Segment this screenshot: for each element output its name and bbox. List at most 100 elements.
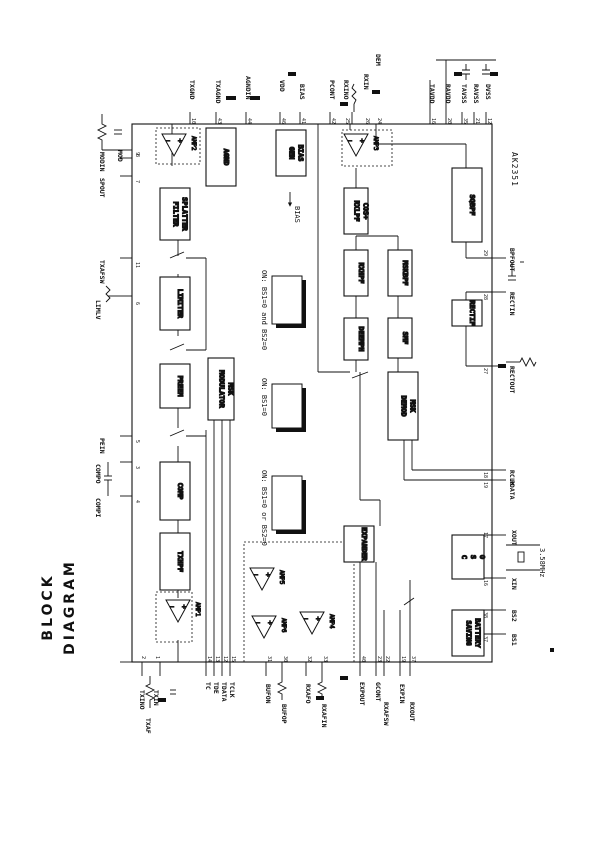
pin-name: RXINO	[342, 80, 350, 100]
pin-name: TXGND	[188, 80, 196, 100]
block-label: BATTERY	[474, 618, 482, 648]
block-label: COS+	[362, 203, 370, 220]
block-label: C	[460, 555, 468, 559]
pin-name: SPOUT	[98, 178, 106, 198]
block-label: COMP	[176, 483, 184, 500]
block-label: MODULATOR	[218, 370, 226, 409]
pin-name: BS1	[510, 634, 518, 646]
pin-number: 41	[300, 118, 306, 124]
amp5-opamp: −+AMP5	[249, 567, 286, 592]
pin-name: TXINO	[138, 690, 146, 710]
pin-name: PEIN	[98, 438, 106, 454]
crystal-label: 3.58MHz	[538, 548, 546, 578]
chip-label: AK2351	[510, 152, 519, 187]
amp2-opamp: −+AMP2	[161, 133, 198, 158]
block-label: SAVING	[465, 620, 473, 645]
minus-sign: −	[348, 137, 352, 145]
pin-name: PCONT	[328, 80, 336, 100]
pin-number: 40	[360, 656, 366, 662]
pin-name: BUFON	[264, 684, 272, 704]
block-label: SMF	[401, 332, 409, 345]
amp1-opamp: −+AMP1	[165, 599, 202, 624]
pin-name: COMPI	[94, 498, 102, 518]
pin-name: RECTOUT	[508, 366, 516, 393]
bias-signal-label: BIAS	[293, 206, 301, 223]
pin-number: 21	[474, 118, 480, 124]
pin-number: 16	[482, 580, 488, 586]
block-deemph: DEEMPH	[343, 317, 369, 361]
pin-name: RAVDD	[444, 84, 452, 104]
pin-number: 27	[482, 368, 488, 374]
pin-number: 42	[330, 118, 336, 124]
pin-name: TDE	[212, 682, 220, 694]
block-label: BIAS	[297, 145, 305, 162]
block-smf: SMF	[387, 317, 413, 359]
block-sqbpf: SQBPF	[451, 167, 483, 243]
block-label: LIMITER	[176, 289, 184, 319]
pin-bs1: BS1 37	[482, 634, 518, 646]
pin-name: RXAFIN	[320, 704, 328, 728]
block-label: AGND	[222, 149, 230, 166]
pin-pcont: PCONT 42	[328, 80, 336, 124]
block-label: S	[469, 555, 477, 559]
block-label: RXHPF	[357, 262, 365, 283]
pin-number: 15	[230, 656, 236, 662]
block-label: SQBPF	[468, 194, 476, 215]
block-cos-rxlpf: COS+RXLPF	[343, 187, 370, 235]
block-label: RECTIF	[468, 300, 476, 325]
pin-number: 46	[280, 118, 286, 124]
signal-wires	[96, 59, 540, 708]
plus-sign: +	[266, 571, 270, 579]
pin-name: EXPIN	[398, 684, 406, 704]
block-osc: OSC	[451, 534, 487, 580]
pin-ravdd: RAVDD 20	[444, 84, 452, 124]
block-agnd: AGND	[205, 127, 237, 187]
pin-name: GCONT	[374, 682, 382, 702]
block-label: MSKBPF	[401, 260, 409, 285]
minus-sign: −	[304, 615, 308, 623]
pin-name: BS2	[510, 610, 518, 622]
plus-sign: +	[178, 137, 182, 145]
pin-number: 37	[482, 636, 488, 642]
pin-number: 20	[446, 118, 452, 124]
pin-number: 43	[216, 118, 222, 124]
pin-name: TC	[204, 682, 212, 690]
opamp-label: AMP2	[190, 136, 197, 151]
pin-name: EXPOUT	[358, 682, 366, 706]
pin-number: 22	[384, 656, 390, 662]
pin-name: RXIN	[362, 74, 370, 90]
block-label: SPLATTER	[181, 197, 189, 232]
pin-bias: BIAS 41	[298, 84, 306, 124]
pin-name: BIAS	[298, 84, 306, 100]
pin-number: 9	[134, 152, 140, 155]
pin-txagnd: TXAGND 43	[214, 80, 222, 124]
pin-number: 8	[134, 154, 140, 157]
dotted-regions	[155, 127, 393, 663]
pin-number: 37	[410, 656, 416, 662]
block-expander: EXPANDER	[343, 525, 375, 563]
pin-number: 26	[364, 118, 370, 124]
pin-number: 19	[400, 656, 406, 662]
pin-number: 32	[306, 656, 312, 662]
pin-number: 16	[430, 118, 436, 124]
pin-name: TXAGND	[214, 80, 222, 104]
pin-number: 25	[344, 118, 350, 124]
pin-number: 1	[154, 656, 160, 659]
pin-number: 12	[486, 118, 492, 124]
block-preem: PREEM	[159, 363, 191, 409]
pin-number: 35	[462, 118, 468, 124]
